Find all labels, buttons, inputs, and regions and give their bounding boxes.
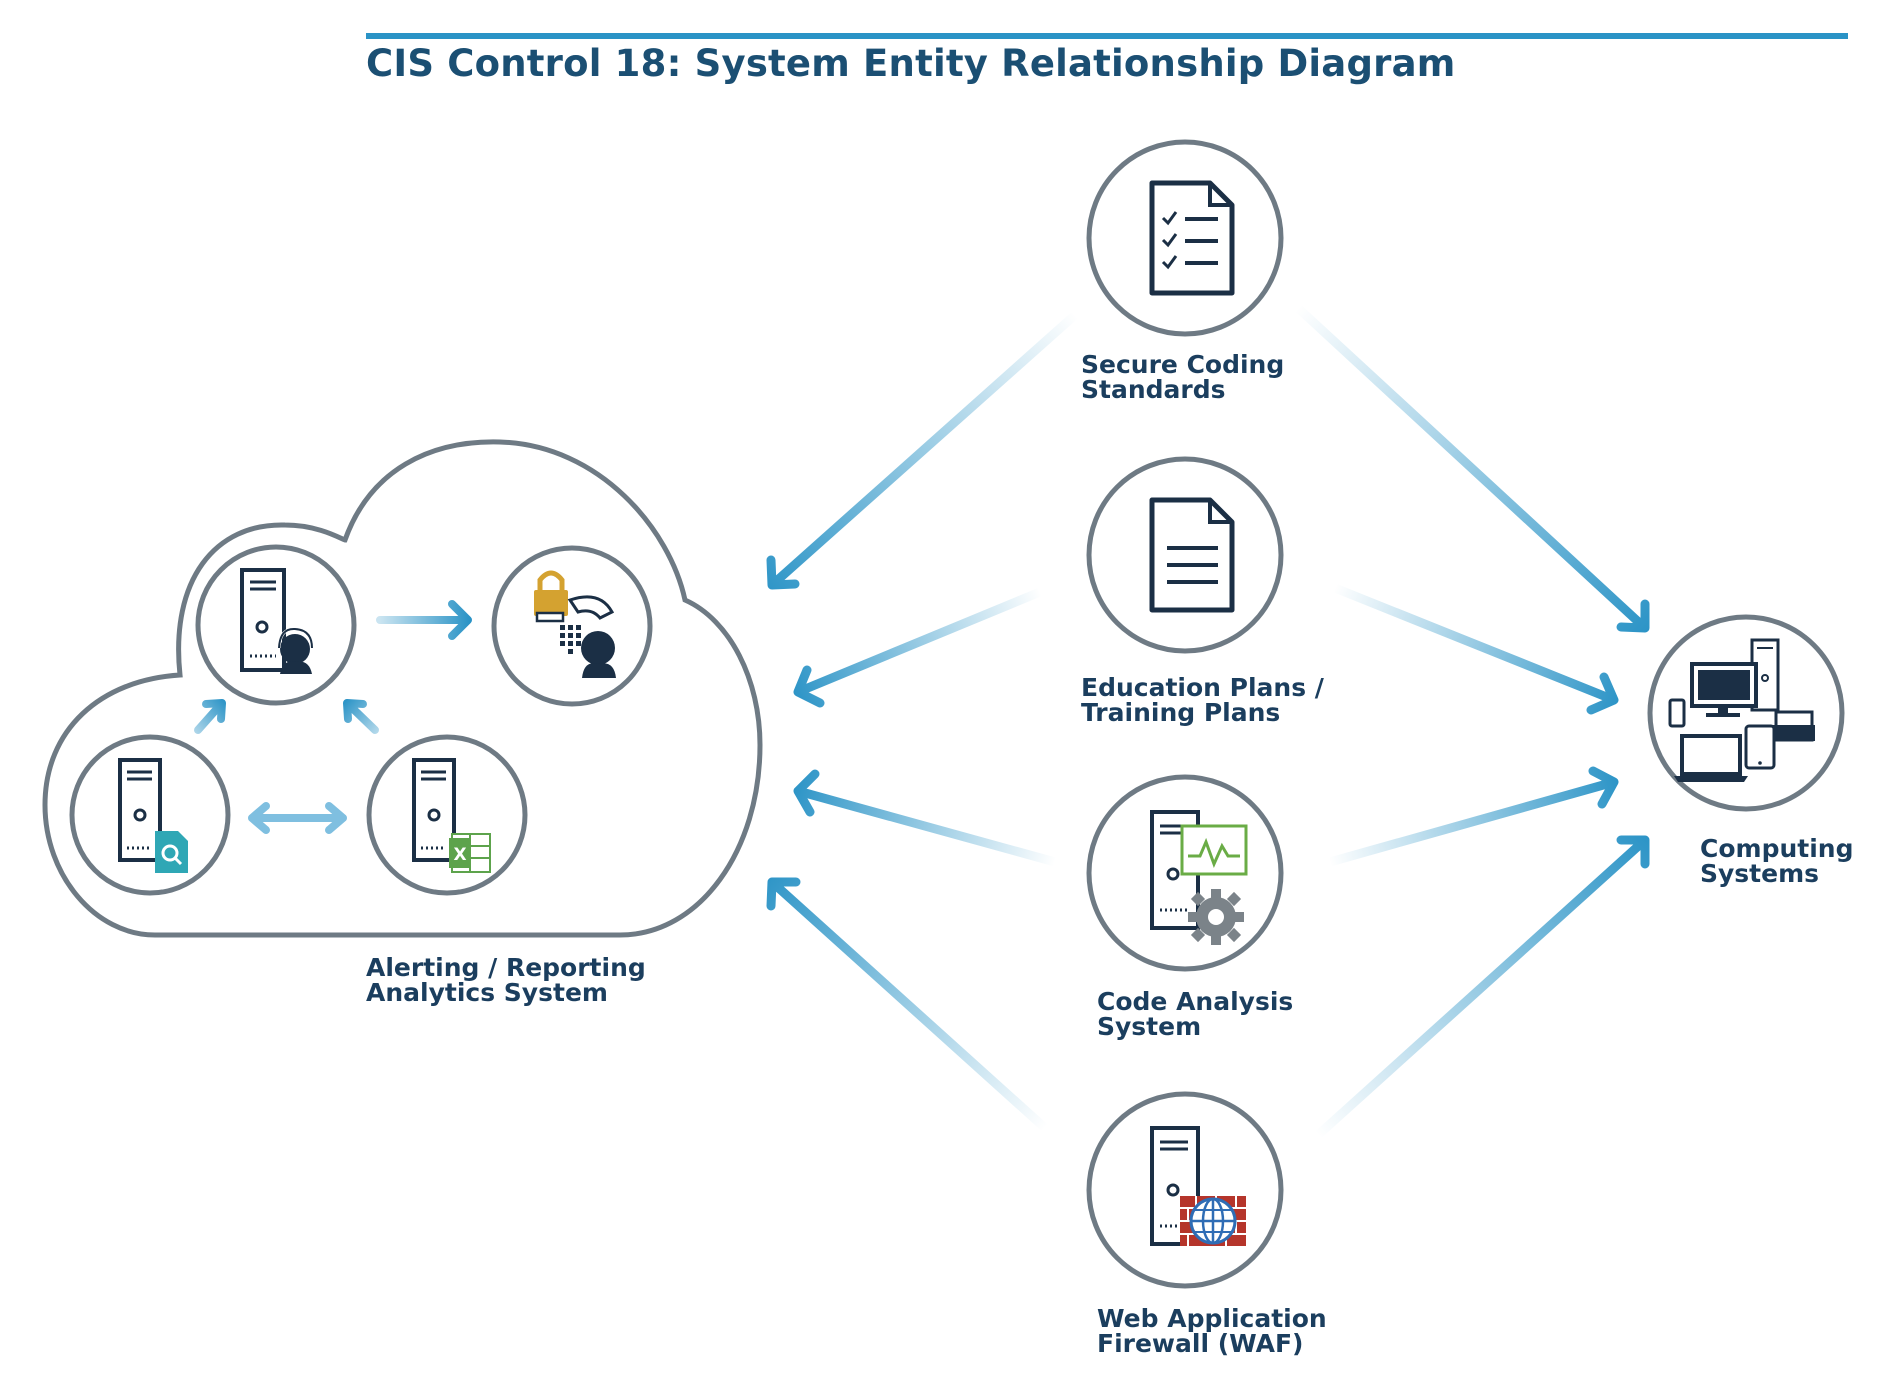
- label-education-line2: Training Plans: [1081, 698, 1281, 727]
- cloud-arrow-spreadsheet-to-support: [343, 699, 379, 734]
- edge-education-to-computing: [1330, 583, 1619, 715]
- cloud-arrow-search-spreadsheet: [248, 802, 347, 834]
- server-support-icon: [240, 568, 314, 674]
- label-computing-line2: Systems: [1700, 859, 1820, 888]
- label-code-analysis: Code Analysis System: [1097, 989, 1293, 1039]
- cloud-arrow-search-to-support: [194, 699, 226, 734]
- server-search-icon: [118, 758, 188, 873]
- label-computing-line1: Computing: [1700, 834, 1854, 863]
- server-chart-gear-icon: [1150, 810, 1248, 945]
- label-education: Education Plans / Training Plans: [1081, 675, 1324, 725]
- document-icon: [1149, 497, 1235, 613]
- label-alerting-line2: Analytics System: [366, 978, 608, 1007]
- edge-education-to-alerting: [793, 587, 1045, 708]
- server-spreadsheet-icon: X: [412, 758, 491, 873]
- edge-secure-coding-to-alerting: [766, 310, 1080, 590]
- server-firewall-icon: [1150, 1126, 1246, 1246]
- edge-waf-to-alerting: [766, 877, 1050, 1133]
- spreadsheet-letter: X: [453, 845, 466, 865]
- page-title: CIS Control 18: System Entity Relationsh…: [366, 42, 1456, 85]
- label-waf: Web Application Firewall (WAF): [1097, 1306, 1327, 1356]
- label-waf-line2: Firewall (WAF): [1097, 1329, 1304, 1358]
- label-secure-coding-line2: Standards: [1081, 375, 1226, 404]
- label-secure-coding-line1: Secure Coding: [1081, 350, 1285, 379]
- label-alerting-line1: Alerting / Reporting: [366, 953, 646, 982]
- edge-code-analysis-to-computing: [1325, 766, 1619, 867]
- edge-waf-to-computing: [1313, 835, 1650, 1140]
- checklist-document-icon: [1149, 180, 1235, 296]
- label-education-line1: Education Plans /: [1081, 673, 1324, 702]
- label-secure-coding: Secure Coding Standards: [1081, 352, 1284, 402]
- label-computing: Computing Systems: [1700, 836, 1853, 886]
- label-code-analysis-line2: System: [1097, 1012, 1202, 1041]
- lock-phone-keypad-icon: [534, 570, 616, 678]
- devices-icon: [1668, 638, 1815, 782]
- cloud-arrow-support-to-lock: [376, 600, 472, 640]
- label-alerting: Alerting / Reporting Analytics System: [366, 955, 646, 1005]
- label-code-analysis-line1: Code Analysis: [1097, 987, 1294, 1016]
- edge-secure-coding-to-computing: [1293, 303, 1650, 633]
- edge-code-analysis-to-alerting: [793, 769, 1060, 867]
- title-accent-bar: [366, 33, 1848, 39]
- label-waf-line1: Web Application: [1097, 1304, 1327, 1333]
